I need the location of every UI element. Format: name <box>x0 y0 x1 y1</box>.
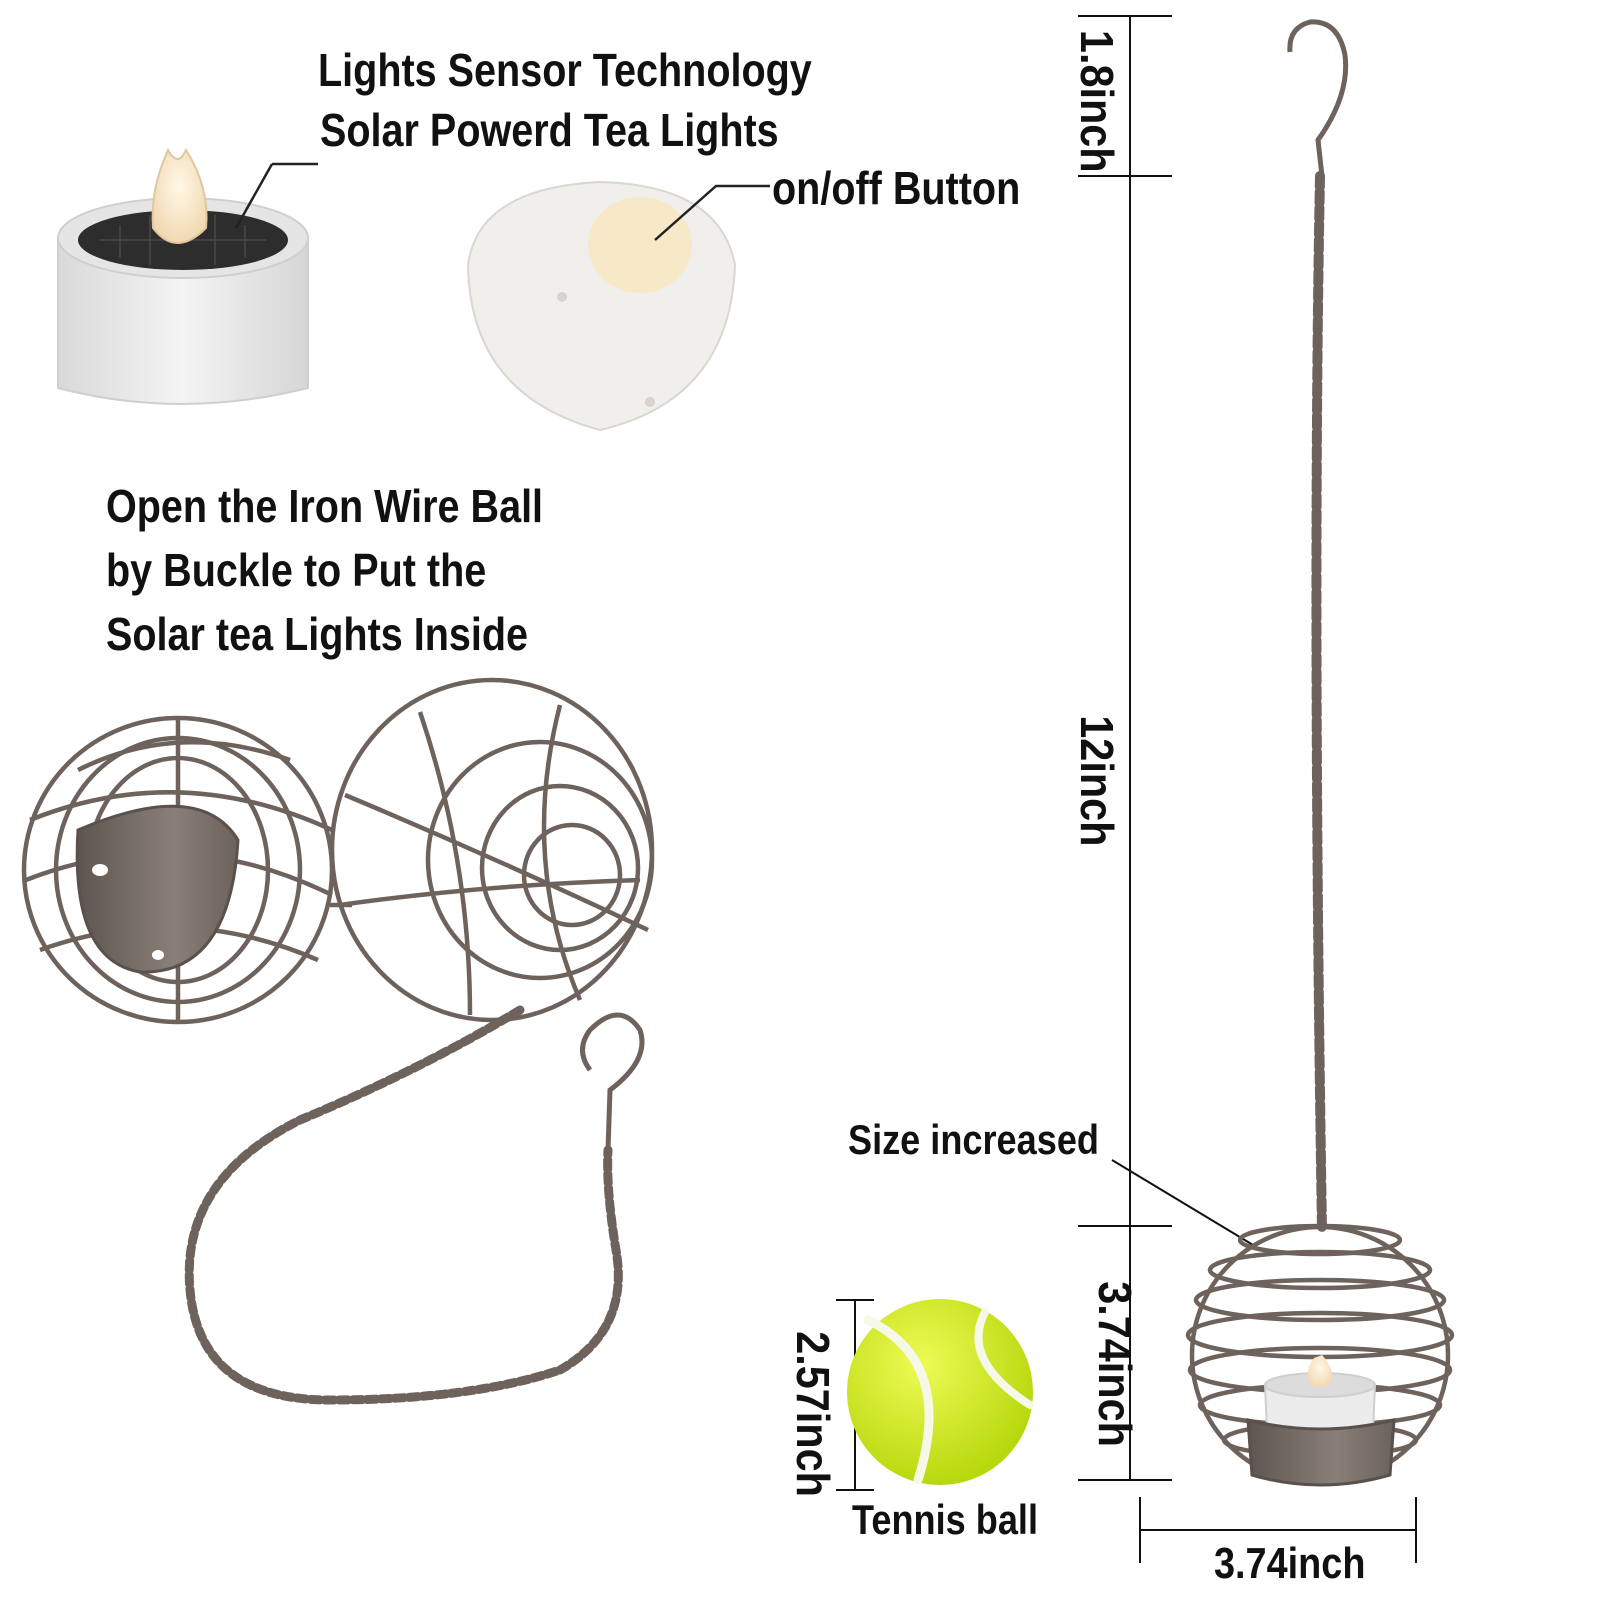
dimension-lines <box>836 15 1417 1563</box>
instruction-line3: Solar tea Lights Inside <box>106 608 529 660</box>
ball-width-label: 3.74inch <box>1214 1539 1366 1588</box>
tennis-height-label: 2.57inch <box>787 1331 839 1497</box>
open-wire-ball-image <box>21 677 655 1405</box>
size-increased-label: Size increased <box>848 1116 1099 1163</box>
ball-height-label: 3.74inch <box>1089 1281 1141 1447</box>
hook-length-label: 1.8inch <box>1071 29 1123 173</box>
tennis-ball-image <box>847 1299 1034 1485</box>
solar-tea-light-image <box>57 147 318 405</box>
hanging-lantern-image <box>1185 19 1455 1487</box>
onoff-button-label: on/off Button <box>772 162 1021 214</box>
instruction-line1: Open the Iron Wire Ball <box>106 480 544 532</box>
chain-length-label: 12inch <box>1071 715 1123 847</box>
tea-light-bottom-image <box>466 180 770 432</box>
sensor-title-line2: Solar Powerd Tea Lights <box>320 104 779 156</box>
sensor-title-line1: Lights Sensor Technology <box>318 44 812 96</box>
instruction-line2: by Buckle to Put the <box>106 544 487 596</box>
tennis-ball-label: Tennis ball <box>852 1496 1038 1543</box>
